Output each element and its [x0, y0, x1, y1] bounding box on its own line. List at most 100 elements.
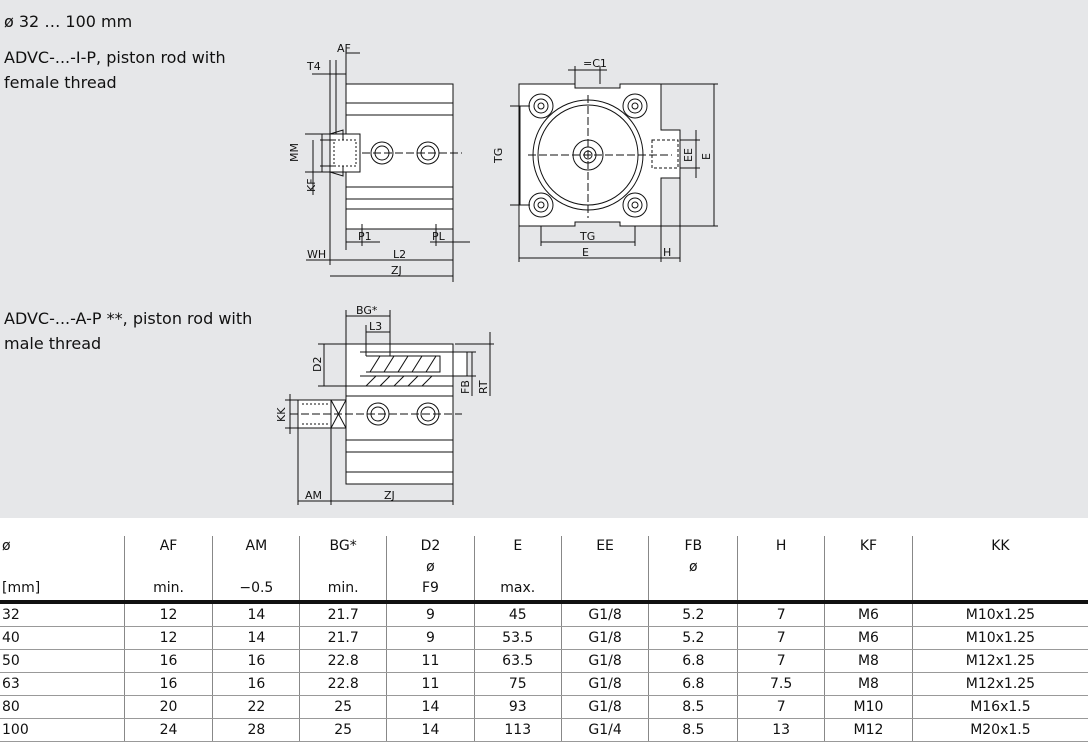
table-cell: 14: [212, 626, 301, 650]
col-header-kk: KK: [991, 538, 1010, 554]
col-header-kf: KF: [824, 536, 913, 602]
label-rt: RT: [477, 380, 490, 394]
table-cell: 21.7: [299, 626, 388, 650]
label-e-horizontal: E: [582, 246, 589, 259]
table-cell: M6: [824, 626, 913, 650]
label-l3: L3: [369, 320, 382, 333]
col-header-bg: BG*min.: [299, 536, 388, 602]
table-cell: 9: [386, 626, 475, 650]
table-cell: 8.5: [648, 718, 739, 742]
table-cell: 22.8: [299, 649, 388, 673]
table-cell: 16: [124, 649, 214, 673]
table-cell: M12x1.25: [912, 672, 1088, 696]
col-header-ee: EE: [561, 536, 650, 602]
table-cell: 6.8: [648, 649, 739, 673]
table-cell: M10x1.25: [912, 602, 1088, 627]
table-cell: 93: [474, 695, 562, 719]
side-view-male-thread: [285, 310, 494, 505]
label-zj: ZJ: [391, 264, 402, 277]
label-tg: TG: [579, 230, 595, 243]
table-cell: 6.8: [648, 672, 739, 696]
table-cell: G1/8: [561, 626, 650, 650]
table-cell: G1/8: [561, 649, 650, 673]
table-cell: 7: [737, 649, 826, 673]
table-cell: 40: [0, 626, 125, 650]
table-cell: 16: [124, 672, 214, 696]
table-cell: M10: [824, 695, 913, 719]
technical-drawing: AF T4 MM KF P1 PL WH L2 ZJ: [275, 42, 718, 505]
table-cell: M16x1.5: [912, 695, 1088, 719]
label-h: H: [663, 246, 671, 259]
table-cell: 100: [0, 718, 125, 742]
col-header-diameter: ø[mm]: [0, 536, 125, 602]
table-cell: 80: [0, 695, 125, 719]
table-cell: 14: [212, 602, 301, 627]
label-wh: WH: [307, 248, 326, 261]
table-cell: 7: [737, 602, 826, 627]
table-cell: 45: [474, 602, 562, 627]
diameter-range-label: ø 32 … 100 mm: [4, 12, 133, 31]
table-cell: 113: [474, 718, 562, 742]
table-cell: 22.8: [299, 672, 388, 696]
table-cell: M12x1.25: [912, 649, 1088, 673]
side-view-female-thread: [305, 50, 470, 282]
label-c1: =C1: [583, 57, 607, 70]
table-cell: 16: [212, 649, 301, 673]
label-l2: L2: [393, 248, 406, 261]
table-cell: G1/8: [561, 602, 650, 627]
table-cell: 5.2: [648, 602, 739, 627]
table-cell: 63: [0, 672, 125, 696]
table-cell: 24: [124, 718, 214, 742]
section-title-male-thread: ADVC-...-A-P **, piston rod with male th…: [4, 309, 253, 353]
table-cell: 8.5: [648, 695, 739, 719]
label-t4: T4: [306, 60, 321, 73]
table-cell: 11: [386, 649, 475, 673]
table-cell: 50: [0, 649, 125, 673]
table-cell: M8: [824, 672, 913, 696]
table-cell: 25: [299, 718, 388, 742]
table-cell: 5.2: [648, 626, 739, 650]
label-pl: PL: [432, 230, 446, 243]
table-cell: M20x1.5: [912, 718, 1088, 742]
table-cell: G1/8: [561, 695, 650, 719]
front-view: [510, 66, 718, 262]
col-header-am: AM−0.5: [212, 536, 301, 602]
label-e-vertical: E: [700, 153, 713, 160]
table-cell: 9: [386, 602, 475, 627]
table-cell: 14: [386, 718, 475, 742]
table-cell: M12: [824, 718, 913, 742]
label-bg: BG*: [356, 304, 378, 317]
label-p1: P1: [358, 230, 372, 243]
section-title-female-thread: ADVC-...-I-P, piston rod with female thr…: [4, 48, 226, 92]
table-cell: 53.5: [474, 626, 562, 650]
table-cell: 28: [212, 718, 301, 742]
label-tg-vertical: TG: [492, 148, 505, 164]
label-af: AF: [337, 42, 351, 55]
table-cell: 12: [124, 602, 214, 627]
label-kf: KF: [305, 178, 318, 192]
label-kk: KK: [275, 407, 288, 422]
table-cell: 13: [737, 718, 826, 742]
table-cell: 22: [212, 695, 301, 719]
label-d2: D2: [311, 357, 324, 372]
label-zj-male: ZJ: [384, 489, 395, 502]
table-cell: 12: [124, 626, 214, 650]
label-fb: FB: [459, 380, 472, 394]
label-am: AM: [305, 489, 322, 502]
table-cell: 7: [737, 626, 826, 650]
col-header-h: H: [737, 536, 826, 602]
table-cell: 75: [474, 672, 562, 696]
label-ee: EE: [682, 148, 695, 162]
table-cell: 14: [386, 695, 475, 719]
